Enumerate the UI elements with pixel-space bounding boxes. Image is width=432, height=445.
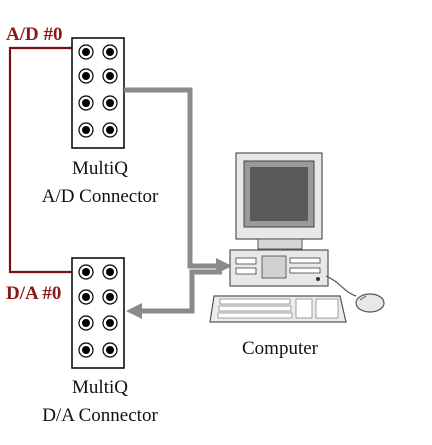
keyboard-icon <box>209 295 347 323</box>
da-connector-caption-line1: MultiQ <box>72 377 128 398</box>
desktop-computer-icon <box>229 152 329 287</box>
ad-connector-caption-line1: MultiQ <box>72 158 128 179</box>
loopback-wire <box>8 46 80 274</box>
ad-connector-caption-line2: A/D Connector <box>41 186 159 207</box>
da-connector <box>71 257 125 369</box>
ad-port-label: A/D #0 <box>6 24 63 45</box>
ad-to-computer-arrow <box>124 87 232 274</box>
ad-connector <box>71 37 125 149</box>
da-connector-caption-line2: D/A Connector <box>42 405 158 426</box>
computer-to-da-arrow <box>126 269 222 319</box>
mouse-icon <box>325 275 385 313</box>
da-port-label: D/A #0 <box>6 283 62 304</box>
computer-caption: Computer <box>242 338 318 359</box>
